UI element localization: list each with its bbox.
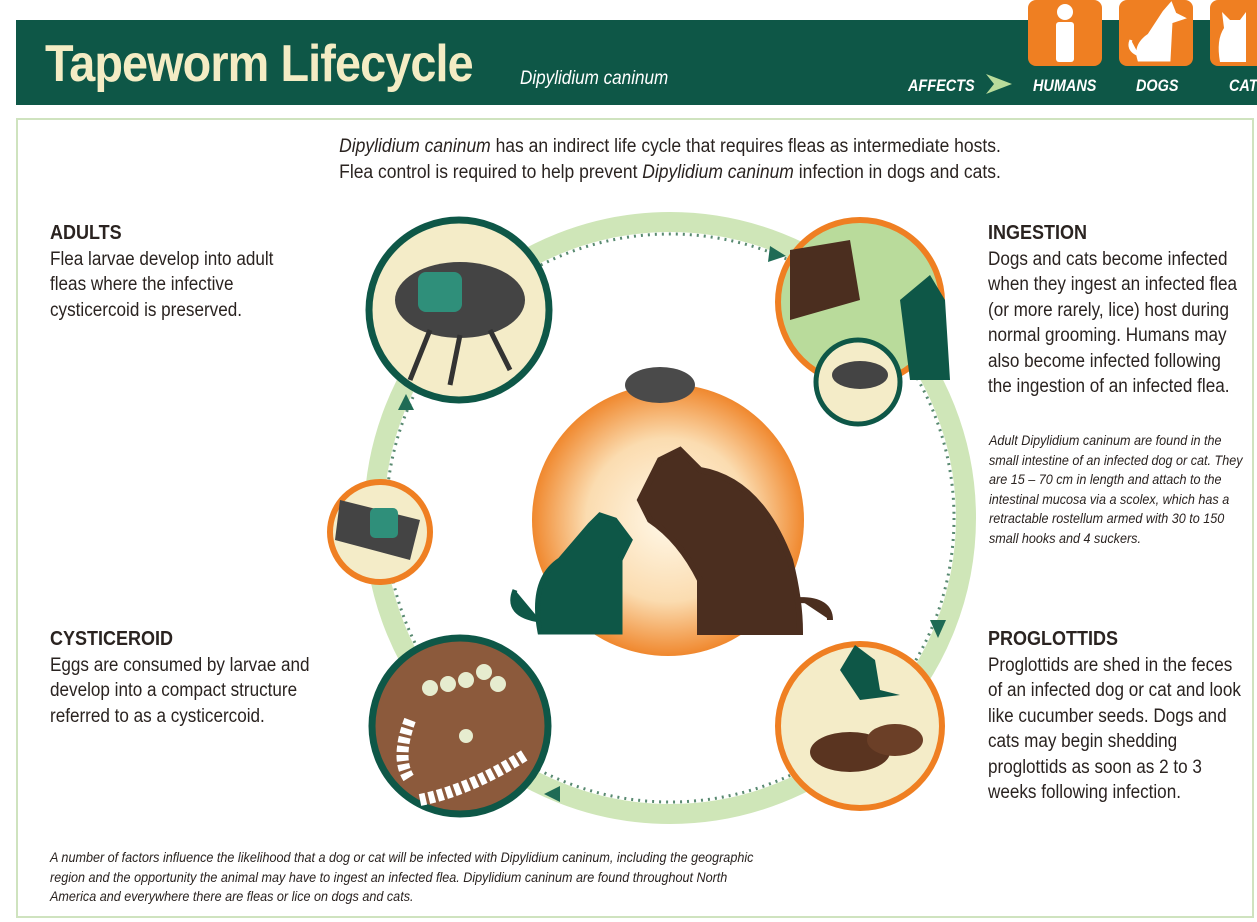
stage-proglottids: PROGLOTTIDS Proglottids are shed in the … xyxy=(988,627,1249,806)
lifecycle-ring-dots xyxy=(384,232,956,804)
cycle-arrow-icon xyxy=(768,246,786,262)
host-label-dogs: DOGS xyxy=(1136,76,1179,95)
center-dog-cat-illustration xyxy=(510,367,833,656)
cat-icon xyxy=(1210,0,1257,66)
stage-text: Flea larvae develop into adult fleas whe… xyxy=(50,248,274,321)
proglottids-illustration xyxy=(775,641,945,811)
arrow-right-icon xyxy=(986,74,1012,94)
intro-text: Dipylidium caninum has an indirect life … xyxy=(339,136,1001,183)
cycle-arrow-icon xyxy=(930,620,946,638)
cysticeroid-illustration xyxy=(368,634,552,818)
cycle-arrow-icon xyxy=(398,394,414,410)
page-title: Tapeworm Lifecycle xyxy=(45,35,474,93)
stage-text: Dogs and cats become infected when they … xyxy=(988,248,1238,398)
cycle-arrow-icon xyxy=(544,786,560,802)
dog-icon xyxy=(1119,0,1193,66)
stage-title: ADULTS xyxy=(50,222,122,244)
stage-cysticeroid: CYSTICEROID Eggs are consumed by larvae … xyxy=(50,627,320,729)
content-frame xyxy=(16,118,1254,918)
stage-title: INGESTION xyxy=(988,222,1088,244)
ingestion-illustration xyxy=(775,217,950,427)
flea-larva-illustration xyxy=(327,479,433,585)
stage-ingestion: INGESTION Dogs and cats become infected … xyxy=(988,221,1245,400)
footer-note: A number of factors influence the likeli… xyxy=(50,849,754,904)
stage-text: Eggs are consumed by larvae and develop … xyxy=(50,654,310,727)
stage-adults: ADULTS Flea larvae develop into adult fl… xyxy=(50,221,284,323)
page-subtitle: Dipylidium caninum xyxy=(520,68,669,89)
stage-title: CYSTICEROID xyxy=(50,628,174,650)
stage-text: Proglottids are shed in the feces of an … xyxy=(988,654,1241,804)
host-label-cats: CATS xyxy=(1229,76,1257,95)
adult-worm-note: Adult Dipylidium caninum are found in th… xyxy=(989,432,1243,546)
stage-title: PROGLOTTIDS xyxy=(988,628,1119,650)
affects-label: AFFECTS xyxy=(908,76,975,95)
adult-flea-illustration xyxy=(365,216,553,404)
human-icon xyxy=(1028,0,1102,66)
host-label-humans: HUMANS xyxy=(1033,76,1097,95)
